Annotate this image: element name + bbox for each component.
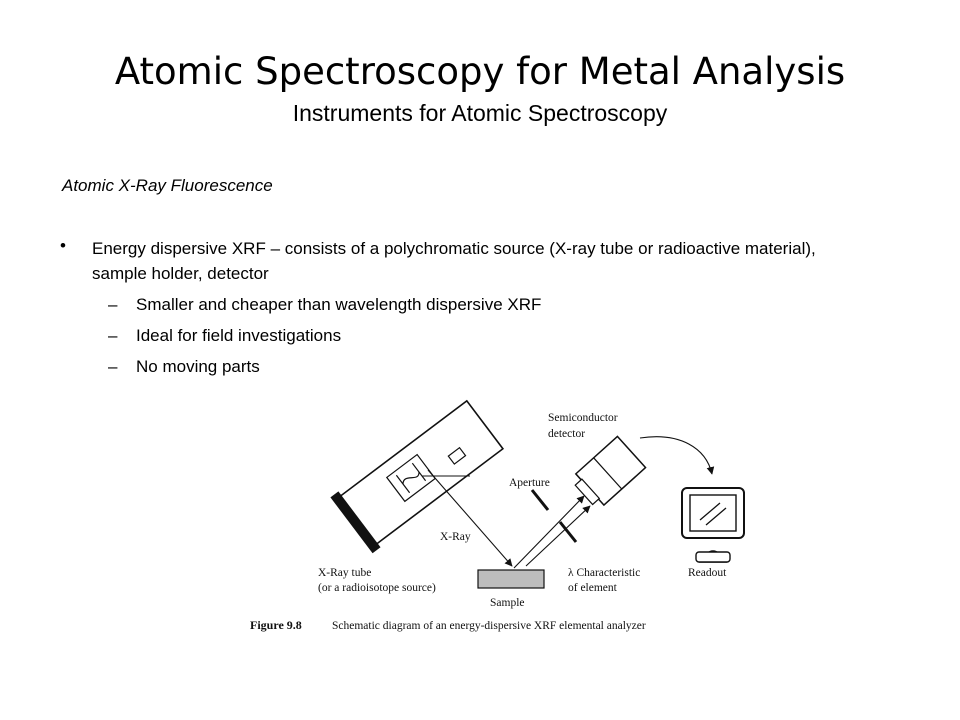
sub-bullet-marker: – (108, 326, 118, 345)
emitted-xray-beam (513, 495, 585, 569)
bullet-text: Energy dispersive XRF – consists of a po… (92, 239, 816, 283)
sub-bullet-text: Ideal for field investigations (136, 326, 342, 345)
label-detector-line1: Semiconductor (548, 412, 618, 424)
sub-bullet-marker: – (108, 357, 118, 376)
slide-title: Atomic Spectroscopy for Metal Analysis (114, 50, 846, 93)
figure-caption-label: Figure 9.8 (250, 618, 302, 632)
label-sample: Sample (490, 597, 525, 609)
section-heading: Atomic X-Ray Fluorescence (62, 176, 273, 195)
bullet-marker: • (60, 236, 66, 255)
aperture-slit-upper (530, 489, 550, 511)
label-characteristic-line2: of element (568, 582, 618, 594)
aperture-slit-lower (558, 521, 578, 543)
signal-arrow (639, 436, 715, 475)
sample-block (477, 569, 545, 589)
label-xray: X-Ray (440, 531, 471, 543)
sub-bullet-text: Smaller and cheaper than wavelength disp… (136, 295, 542, 314)
label-tube-line2: (or a radioisotope source) (318, 582, 436, 594)
sub-bullet-marker: – (108, 295, 118, 314)
figure-caption-text: Schematic diagram of an energy-dispersiv… (332, 620, 646, 632)
semiconductor-detector (574, 435, 647, 507)
tube-cathode-block (330, 491, 381, 554)
slide-subtitle: Instruments for Atomic Spectroscopy (292, 100, 668, 126)
label-aperture: Aperture (509, 477, 550, 489)
label-readout: Readout (688, 567, 727, 579)
tube-window (447, 446, 467, 465)
incident-xray-beam (427, 469, 513, 567)
label-detector-line2: detector (548, 428, 585, 440)
readout-monitor-icon (681, 487, 745, 563)
sub-bullet-text: No moving parts (136, 357, 260, 376)
label-tube-line1: X-Ray tube (318, 567, 371, 579)
label-characteristic-line1: λ Characteristic (568, 567, 640, 579)
xray-tube (330, 399, 505, 554)
